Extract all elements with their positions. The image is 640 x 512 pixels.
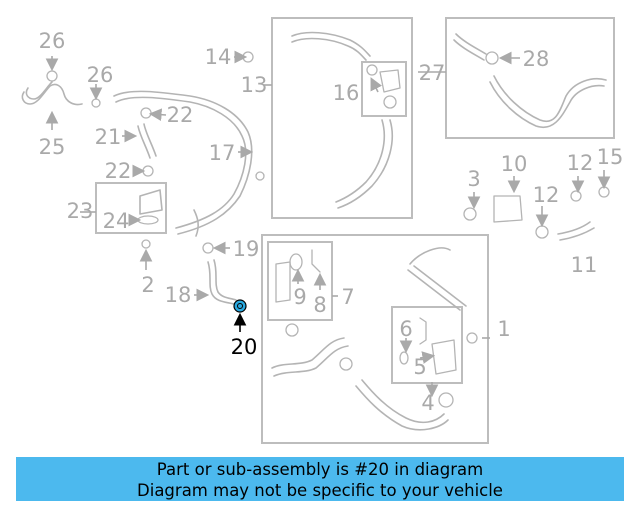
- callout-22b: 22: [105, 159, 132, 183]
- callout-5: 5: [413, 355, 426, 379]
- callout-20: 20: [231, 335, 258, 359]
- callout-24: 24: [103, 209, 130, 233]
- banner-line-2: Diagram may not be specific to your vehi…: [137, 481, 503, 500]
- leader-lines: [45, 50, 611, 398]
- callout-11: 11: [571, 253, 598, 277]
- callout-labels: 26 26 25 14 13 16 27 28 22 21 17 22 23 2…: [39, 29, 624, 415]
- callout-23: 23: [67, 199, 94, 223]
- callout-2: 2: [141, 273, 154, 297]
- callout-27: 27: [419, 61, 446, 85]
- box-group-1: [261, 234, 489, 444]
- callout-26b: 26: [87, 63, 114, 87]
- callout-14: 14: [205, 45, 232, 69]
- callout-1: 1: [497, 317, 510, 341]
- callout-18: 18: [165, 283, 192, 307]
- box-group-23: [95, 182, 167, 234]
- callout-15: 15: [597, 145, 624, 169]
- box-group-4: [391, 306, 463, 384]
- callout-4: 4: [421, 391, 434, 415]
- box-group-16: [361, 61, 407, 117]
- callout-8: 8: [313, 293, 326, 317]
- callout-6: 6: [399, 317, 412, 341]
- banner-line-1: Part or sub-assembly is #20 in diagram: [156, 460, 484, 479]
- box-group-27: [445, 17, 615, 139]
- info-banner: Part or sub-assembly is #20 in diagram D…: [16, 457, 624, 501]
- callout-28: 28: [523, 47, 550, 71]
- part-20-highlight[interactable]: [233, 299, 247, 313]
- callout-13: 13: [241, 73, 268, 97]
- callout-9: 9: [293, 285, 306, 309]
- callout-19: 19: [233, 237, 260, 261]
- callout-10: 10: [501, 152, 528, 176]
- callout-16: 16: [333, 81, 360, 105]
- callout-25: 25: [39, 135, 66, 159]
- callout-12b: 12: [533, 183, 560, 207]
- callout-3: 3: [467, 167, 480, 191]
- box-group-13: [271, 17, 413, 219]
- callout-26a: 26: [39, 29, 66, 53]
- callout-22a: 22: [167, 103, 194, 127]
- callout-17: 17: [209, 141, 236, 165]
- callout-21: 21: [95, 125, 122, 149]
- callout-7: 7: [341, 285, 354, 309]
- box-group-7: [267, 241, 333, 321]
- callout-12a: 12: [567, 151, 594, 175]
